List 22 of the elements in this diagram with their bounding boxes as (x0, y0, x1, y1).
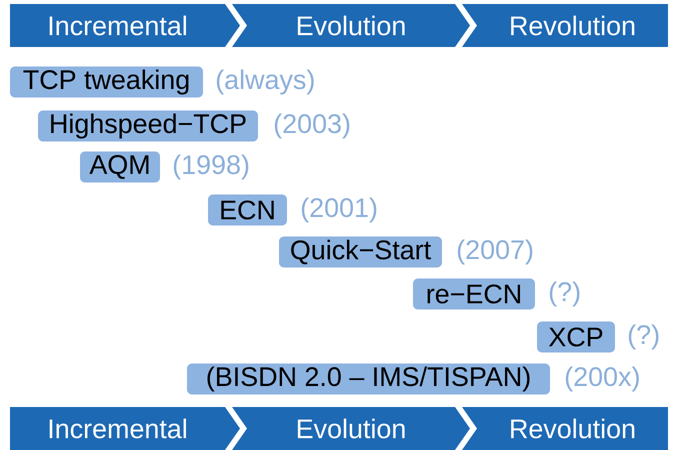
rounded-box: XCP (537, 322, 615, 352)
stage-band: Incremental (10, 407, 240, 450)
year-label: (always) (216, 69, 314, 95)
stage-band: Revolution (462, 407, 668, 450)
stage-band: Evolution (232, 4, 470, 47)
rounded-box: re−ECN (413, 278, 535, 310)
rounded-box: ECN (208, 194, 287, 226)
year-label: (2007) (458, 239, 532, 265)
rounded-box: (BISDN 2.0 – IMS/TISPAN) (187, 364, 550, 394)
stage-band: Evolution (232, 407, 470, 450)
year-label: (1998) (174, 154, 248, 180)
year-label: (200x) (566, 366, 639, 392)
year-label: (2001) (302, 197, 376, 223)
rounded-box: Highspeed−TCP (38, 110, 258, 142)
rounded-box: Quick−Start (279, 236, 442, 268)
stage-band: Incremental (10, 4, 240, 47)
year-label: (?) (550, 281, 580, 307)
rounded-box: AQM (80, 152, 160, 182)
year-label: (2003) (274, 113, 350, 139)
year-label: (?) (628, 324, 658, 350)
rounded-box: TCP tweaking (10, 66, 203, 98)
stage-band: Revolution (462, 4, 668, 47)
